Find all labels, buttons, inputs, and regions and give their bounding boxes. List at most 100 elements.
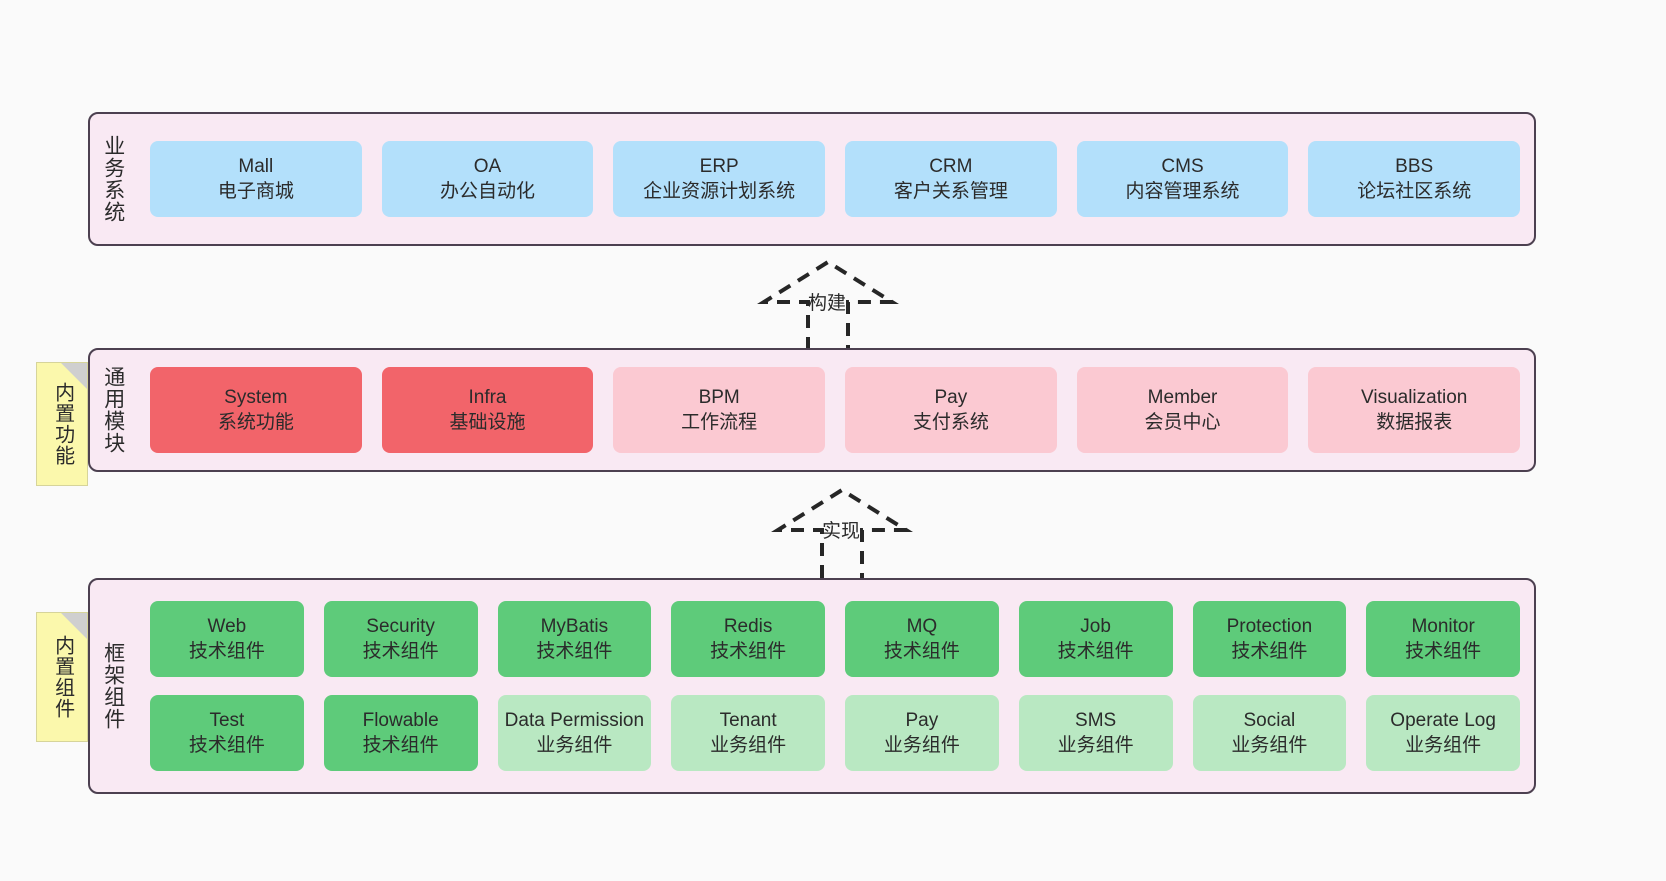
layer-body-business-system: Mall 电子商城 OA 办公自动化 ERP 企业资源计划系统 CRM 客户关系… (136, 114, 1534, 244)
box-mq-desc: 技术组件 (883, 641, 960, 662)
note-fold-corner-icon (61, 613, 87, 639)
box-bbs-name: BBS (1395, 155, 1434, 177)
box-mybatis-desc: 技术组件 (536, 641, 613, 662)
note-builtin-component-text: 内置组件 (51, 635, 74, 719)
box-visualization[interactable]: Visualization 数据报表 (1308, 367, 1521, 453)
layer-title-business-system: 业务系统 (101, 135, 125, 223)
box-pay-component[interactable]: Pay 业务组件 (845, 695, 999, 771)
connector-implement-label: 实现 (822, 521, 861, 542)
box-web-name: Web (207, 615, 247, 637)
box-redis-name: Redis (723, 615, 773, 637)
box-pay-module-desc: 支付系统 (912, 412, 989, 433)
box-pay-component-name: Pay (905, 709, 939, 731)
box-job[interactable]: Job 技术组件 (1018, 601, 1173, 677)
box-crm[interactable]: CRM 客户关系管理 (845, 141, 1057, 217)
box-security[interactable]: Security 技术组件 (323, 601, 478, 677)
box-data-permission[interactable]: Data Permission 业务组件 (497, 695, 652, 771)
box-pay-module-name: Pay (934, 386, 968, 408)
box-protection-name: Protection (1226, 615, 1313, 637)
layer-business-system: 业务系统 Mall 电子商城 OA 办公自动化 ERP 企业资源计划系统 CRM… (88, 112, 1536, 246)
box-sms-name: SMS (1075, 709, 1117, 731)
box-cms-desc: 内容管理系统 (1125, 181, 1240, 202)
box-mall[interactable]: Mall 电子商城 (150, 141, 362, 217)
box-mall-name: Mall (238, 155, 274, 177)
layer-framework-component: 框架组件 Web 技术组件 Security 技术组件 MyBatis 技术组件… (88, 578, 1536, 794)
box-flowable[interactable]: Flowable 技术组件 (323, 695, 478, 771)
layer-title-common-module: 通用模块 (101, 366, 125, 454)
box-bbs[interactable]: BBS 论坛社区系统 (1308, 141, 1521, 217)
box-sms-desc: 业务组件 (1057, 735, 1134, 756)
connector-implement-arrow (771, 487, 913, 578)
box-crm-name: CRM (929, 155, 973, 177)
box-operate-log-name: Operate Log (1390, 709, 1496, 731)
box-social-desc: 业务组件 (1231, 735, 1308, 756)
box-web-desc: 技术组件 (188, 641, 265, 662)
row-biz-components: Test 技术组件 Flowable 技术组件 Data Permission … (150, 695, 1520, 771)
box-flowable-name: Flowable (362, 709, 439, 731)
row-business-apps: Mall 电子商城 OA 办公自动化 ERP 企业资源计划系统 CRM 客户关系… (150, 141, 1521, 217)
box-test-desc: 技术组件 (188, 735, 265, 756)
box-crm-desc: 客户关系管理 (893, 181, 1008, 202)
box-redis-desc: 技术组件 (710, 641, 787, 662)
note-fold-corner-icon (61, 363, 87, 389)
box-oa[interactable]: OA 办公自动化 (381, 141, 594, 217)
box-web[interactable]: Web 技术组件 (150, 601, 304, 677)
box-test-name: Test (209, 709, 245, 731)
box-data-permission-name: Data Permission (504, 709, 645, 731)
connector-implement: 实现 (762, 486, 922, 578)
layer-body-common-module: System 系统功能 Infra 基础设施 BPM 工作流程 Pay 支付系统… (136, 350, 1534, 470)
box-security-name: Security (366, 615, 435, 637)
note-builtin-component: 内置组件 (36, 612, 88, 742)
box-bpm-name: BPM (698, 386, 740, 408)
box-member-desc: 会员中心 (1144, 412, 1221, 433)
layer-common-module: 通用模块 System 系统功能 Infra 基础设施 BPM 工作流程 Pay… (88, 348, 1536, 472)
box-infra-name: Infra (468, 386, 507, 408)
box-sms[interactable]: SMS 业务组件 (1018, 695, 1173, 771)
box-infra[interactable]: Infra 基础设施 (381, 367, 594, 453)
layer-title-framework-component: 框架组件 (101, 642, 125, 730)
layer-body-framework-component: Web 技术组件 Security 技术组件 MyBatis 技术组件 Redi… (136, 580, 1534, 792)
box-protection[interactable]: Protection 技术组件 (1192, 601, 1347, 677)
box-test[interactable]: Test 技术组件 (150, 695, 304, 771)
connector-build-arrow (757, 259, 899, 350)
box-visualization-desc: 数据报表 (1376, 412, 1453, 433)
box-bpm-desc: 工作流程 (681, 412, 758, 433)
box-social-name: Social (1243, 709, 1296, 731)
box-erp[interactable]: ERP 企业资源计划系统 (613, 141, 826, 217)
box-job-name: Job (1080, 615, 1111, 637)
box-oa-name: OA (473, 155, 502, 177)
row-common-modules: System 系统功能 Infra 基础设施 BPM 工作流程 Pay 支付系统… (150, 367, 1521, 453)
box-security-desc: 技术组件 (362, 641, 439, 662)
box-mybatis-name: MyBatis (540, 615, 609, 637)
box-monitor[interactable]: Monitor 技术组件 (1366, 601, 1520, 677)
box-mybatis[interactable]: MyBatis 技术组件 (497, 601, 652, 677)
box-mq[interactable]: MQ 技术组件 (845, 601, 999, 677)
box-bpm[interactable]: BPM 工作流程 (613, 367, 826, 453)
box-bbs-desc: 论坛社区系统 (1357, 181, 1472, 202)
box-pay-module[interactable]: Pay 支付系统 (845, 367, 1057, 453)
box-system-desc: 系统功能 (217, 412, 294, 433)
box-operate-log-desc: 业务组件 (1405, 735, 1482, 756)
note-builtin-function-text: 内置功能 (51, 382, 74, 466)
box-redis[interactable]: Redis 技术组件 (671, 601, 825, 677)
box-oa-desc: 办公自动化 (440, 181, 536, 202)
box-erp-name: ERP (699, 155, 739, 177)
box-data-permission-desc: 业务组件 (536, 735, 613, 756)
box-pay-component-desc: 业务组件 (883, 735, 960, 756)
box-cms[interactable]: CMS 内容管理系统 (1076, 141, 1289, 217)
box-member[interactable]: Member 会员中心 (1076, 367, 1289, 453)
box-tenant-desc: 业务组件 (710, 735, 787, 756)
box-cms-name: CMS (1161, 155, 1204, 177)
box-tenant[interactable]: Tenant 业务组件 (671, 695, 825, 771)
connector-build-label: 构建 (808, 293, 847, 314)
box-mq-name: MQ (906, 615, 938, 637)
box-operate-log[interactable]: Operate Log 业务组件 (1366, 695, 1520, 771)
box-monitor-name: Monitor (1411, 615, 1475, 637)
box-monitor-desc: 技术组件 (1405, 641, 1482, 662)
box-job-desc: 技术组件 (1057, 641, 1134, 662)
connector-build: 构建 (748, 258, 908, 350)
box-social[interactable]: Social 业务组件 (1192, 695, 1347, 771)
box-system[interactable]: System 系统功能 (150, 367, 362, 453)
box-member-name: Member (1147, 386, 1218, 408)
